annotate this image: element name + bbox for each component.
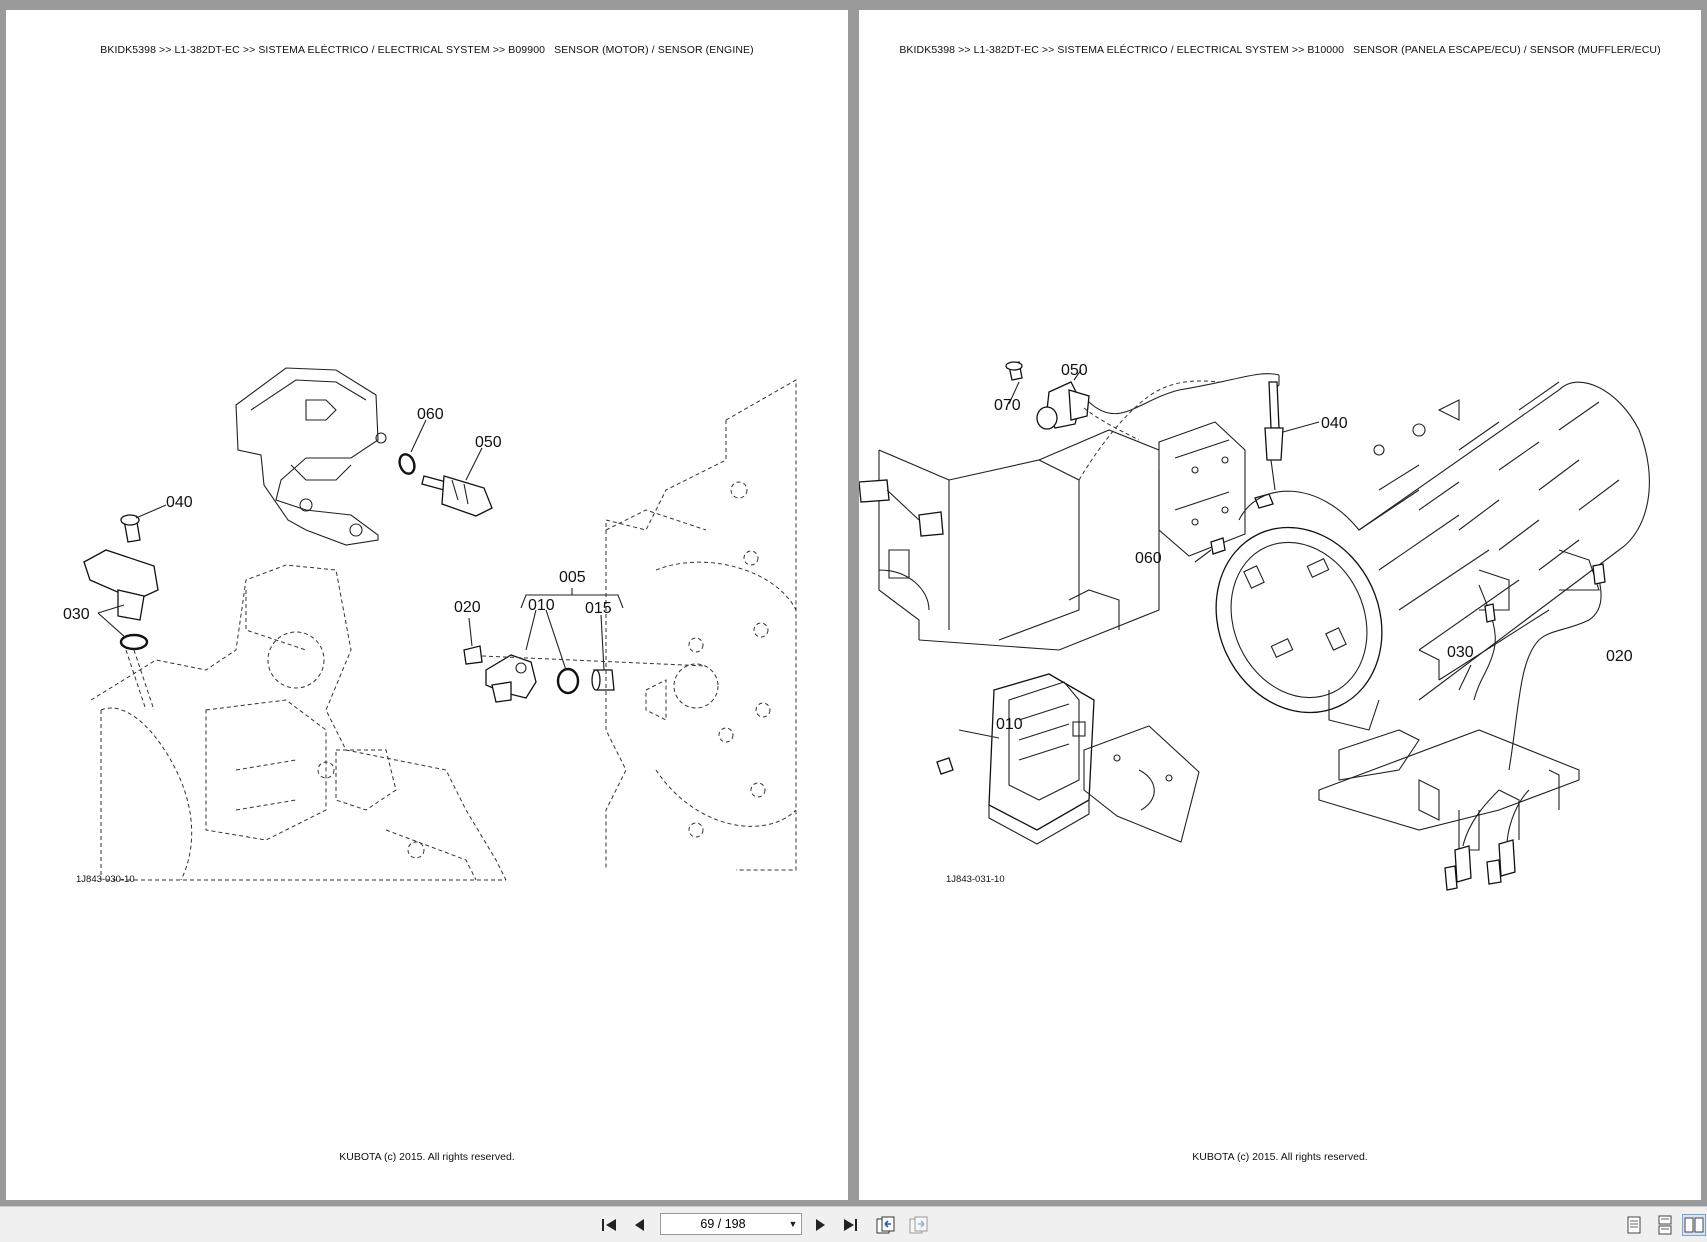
temp-sensor-040 [1264,375,1284,491]
callout-020: 020 [1606,648,1633,665]
oring-060 [398,453,416,475]
first-page-button[interactable] [597,1214,621,1236]
connector-bottom-b [1486,839,1516,885]
thermostat-housing [235,367,387,546]
callout-030: 030 [63,606,90,623]
facing-pages-view-icon [1684,1217,1704,1233]
right-page: BKIDK5398 >> L1-382DT-EC >> SISTEMA ELÉC… [859,10,1701,1200]
bolt-010 [936,757,954,775]
ecu-mount-frame [878,380,1220,651]
muffler-bracket-060 [1158,421,1246,557]
bolt-060b [1210,537,1226,555]
callout-040: 040 [166,494,193,511]
continuous-view-button[interactable] [1653,1214,1677,1236]
callout-060: 060 [417,406,444,423]
go-back-button[interactable] [873,1214,897,1236]
left-page: BKIDK5398 >> L1-382DT-EC >> SISTEMA ELÉC… [6,10,848,1200]
next-page-icon [816,1219,825,1231]
callout-050: 050 [475,434,502,451]
single-page-view-icon [1627,1216,1641,1234]
previous-page-button[interactable] [627,1214,651,1236]
connector-bottom-a [1444,845,1472,891]
muffler-canister [1215,381,1650,731]
oring-030 [119,633,149,651]
ecu-010 [988,673,1095,845]
callout-010: 010 [996,716,1023,733]
callout-040: 040 [1321,415,1348,432]
page-number-field[interactable]: 69 / 198 ▼ [660,1213,802,1235]
continuous-view-icon [1658,1215,1672,1235]
callout-015: 015 [585,600,612,617]
callout-030: 030 [1447,644,1474,661]
callout-050: 050 [1061,362,1088,379]
callout-060: 060 [1135,550,1162,567]
pressure-sensor-050 [1005,361,1090,430]
exhaust-sensor-030 [1473,584,1496,701]
callout-020: 020 [454,599,481,616]
exhaust-sensor-020 [1508,563,1606,771]
first-page-icon [602,1219,616,1231]
right-page-header: BKIDK5398 >> L1-382DT-EC >> SISTEMA ELÉC… [899,44,1661,56]
left-page-footer: KUBOTA (c) 2015. All rights reserved. [339,1151,515,1163]
right-parts-diagram: 050 070 040 060 030 020 010 1J843-031-10 [859,361,1650,891]
left-parts-diagram: 060 050 040 030 005 020 010 015 1J843-03… [63,367,797,885]
sensor-assembly-005 [463,588,707,703]
last-page-button[interactable] [839,1214,863,1236]
connector-left [859,479,944,537]
chevron-down-icon[interactable]: ▼ [788,1219,798,1229]
right-figure-id: 1J843-031-10 [946,874,1005,885]
viewer-toolbar: 69 / 198 ▼ [0,1206,1707,1242]
single-page-view-button[interactable] [1622,1214,1646,1236]
left-page-header: BKIDK5398 >> L1-382DT-EC >> SISTEMA ELÉC… [100,44,754,56]
callout-070: 070 [994,397,1021,414]
go-back-icon [876,1216,895,1234]
temp-sensor-050 [421,475,493,517]
cam-sensor-040 [83,514,159,621]
next-page-button[interactable] [809,1214,833,1236]
right-page-footer: KUBOTA (c) 2015. All rights reserved. [1192,1151,1368,1163]
left-figure-id: 1J843-030-10 [76,874,135,885]
ecu-mounting-plate [1083,725,1200,843]
facing-pages-view-button[interactable] [1682,1214,1706,1236]
go-forward-icon [909,1216,928,1234]
gear-case [90,564,507,881]
flywheel-housing [605,379,797,871]
previous-page-icon [635,1219,644,1231]
callout-010: 010 [528,597,555,614]
page-number-value: 69 / 198 [700,1217,746,1231]
sensor-bracket [1318,729,1580,851]
go-forward-button[interactable] [906,1214,930,1236]
callout-005: 005 [559,569,586,586]
last-page-icon [844,1219,857,1231]
